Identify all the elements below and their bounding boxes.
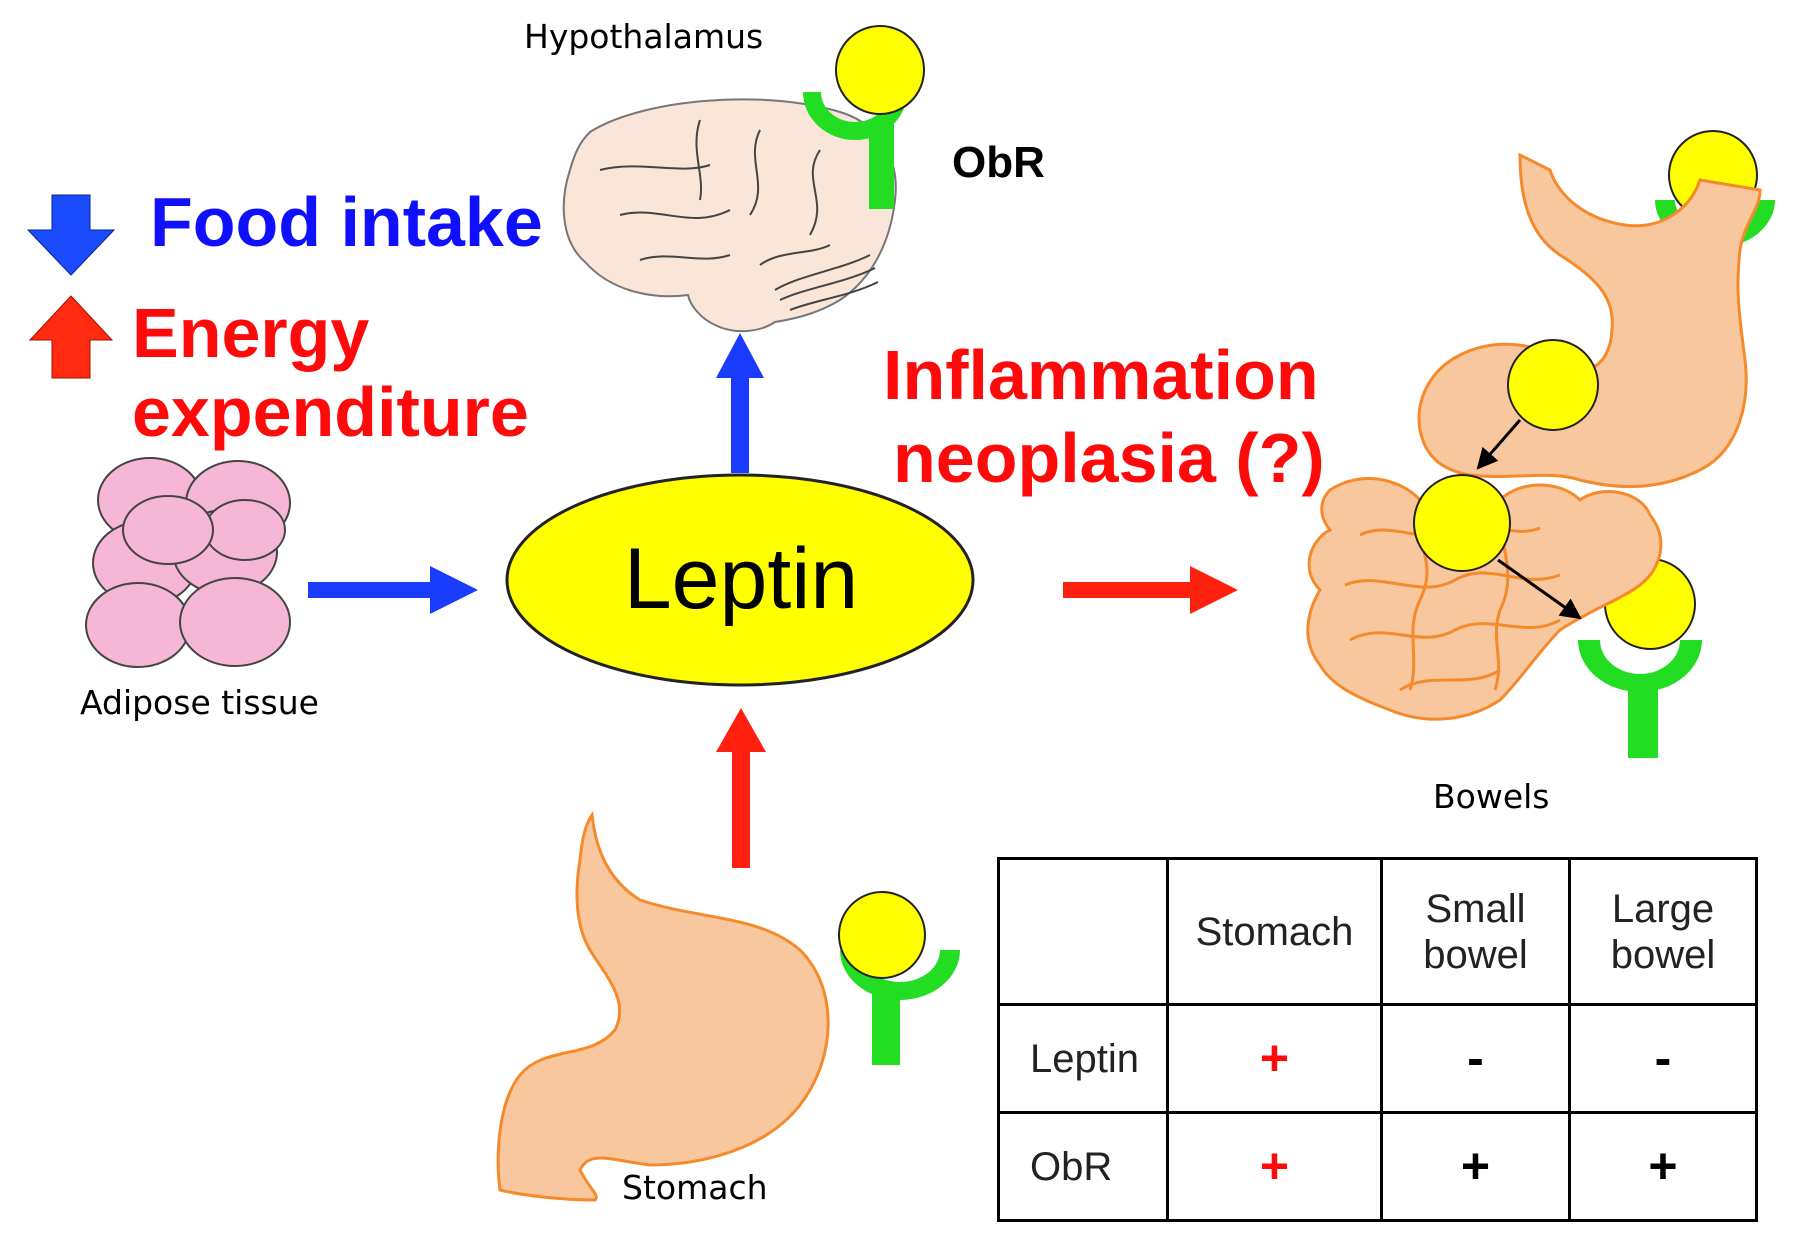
obr-label: ObR	[952, 138, 1045, 187]
table-cell: +	[1380, 1111, 1571, 1222]
table-row-label: Leptin	[997, 1003, 1169, 1114]
obr-receptor-stomach-bottom	[838, 891, 960, 1065]
brain-illustration	[562, 98, 897, 333]
inflammation-label-line2: neoplasia (?)	[893, 419, 1325, 497]
energy-label-line1: Energy	[132, 294, 370, 372]
hypothalamus-label: Hypothalamus	[524, 17, 764, 56]
energy-label-line2: expenditure	[132, 373, 529, 451]
table-cell: +	[1166, 1003, 1383, 1114]
table-cell: +	[1166, 1111, 1383, 1222]
table-header-cell: Small bowel	[1380, 857, 1571, 1006]
obr-receptor-brain	[803, 25, 925, 209]
table-row-label: ObR	[997, 1111, 1169, 1222]
table-row: Leptin + - -	[997, 1003, 1758, 1114]
arrow-up-icon	[28, 295, 114, 379]
bowels-label: Bowels	[1433, 777, 1550, 816]
table-header-cell	[997, 857, 1169, 1006]
inflammation-label-line1: Inflammation	[883, 336, 1319, 414]
arrow-stomach-to-leptin	[716, 708, 766, 868]
arrow-down-icon	[26, 194, 116, 276]
adipose-cells	[85, 457, 291, 668]
arrow-leptin-to-bowels	[1063, 566, 1238, 614]
stomach-illustration	[496, 810, 830, 1202]
table-cell: -	[1568, 1003, 1758, 1114]
arrow-adipose-to-leptin	[308, 566, 478, 614]
food-intake-label: Food intake	[150, 183, 543, 261]
table-row: ObR + + +	[997, 1111, 1758, 1222]
adipose-label: Adipose tissue	[80, 683, 319, 722]
leptin-ellipse	[505, 473, 975, 687]
table-header-cell: Stomach	[1166, 857, 1383, 1006]
table-cell: -	[1380, 1003, 1571, 1114]
table-header-row: Stomach Small bowel Large bowel	[997, 857, 1758, 1006]
table-cell: +	[1568, 1111, 1758, 1222]
expression-table: Stomach Small bowel Large bowel Leptin +…	[997, 857, 1758, 1222]
stomach-label: Stomach	[622, 1168, 768, 1207]
table-header-cell: Large bowel	[1568, 857, 1758, 1006]
arrow-leptin-to-hypothalamus	[716, 333, 764, 473]
bowels-illustration	[1306, 152, 1762, 721]
